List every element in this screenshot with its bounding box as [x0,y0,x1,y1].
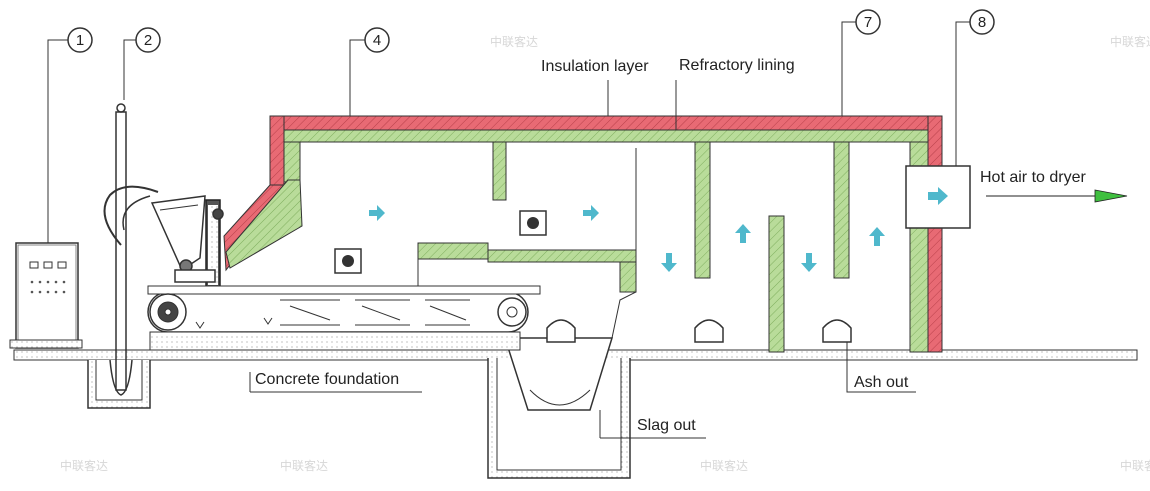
ash-out-label: Ash out [854,374,909,391]
watermark: 中联客达 [700,458,748,473]
callout-4: 4 [364,27,390,53]
control-cabinet [9,242,83,349]
chain-grate [147,285,541,351]
watermark: 中联客达 [1110,34,1150,49]
hot-air-label: Hot air to dryer [980,169,1086,186]
fan-icon [334,210,547,274]
bucket-elevator [103,103,159,396]
callout-number: 1 [76,32,84,49]
concrete-foundation-label: Concrete foundation [255,371,399,388]
refractory-lining-label: Refractory lining [679,57,795,74]
insulation-layer-label: Insulation layer [541,58,649,75]
watermark: 中联客达 [280,458,328,473]
ash-doors [546,319,852,343]
callout-number: 7 [864,14,872,31]
refractory-lining [225,129,929,353]
slag-out-label: Slag out [637,417,696,434]
callout-number: 2 [144,32,152,49]
air-flow-arrows [369,187,948,272]
callout-number: 4 [373,32,381,49]
watermark: 中联客达 [1120,458,1150,473]
callout-2: 2 [135,27,161,53]
watermark: 中联客达 [60,458,108,473]
watermark: 中联客达 [490,34,538,49]
coal-hopper [150,195,224,291]
callout-1: 1 [67,27,93,53]
callout-7: 7 [855,9,881,35]
callout-number: 8 [978,14,986,31]
concrete-foundation [13,337,1138,479]
hot-air-output-arrow [986,189,1128,203]
watermark-layer: 中联客达 中联客达 中联客达 中联客达 中联客达 中联客达 [60,34,1150,473]
callout-8: 8 [969,9,995,35]
callout-leaders [47,21,970,439]
